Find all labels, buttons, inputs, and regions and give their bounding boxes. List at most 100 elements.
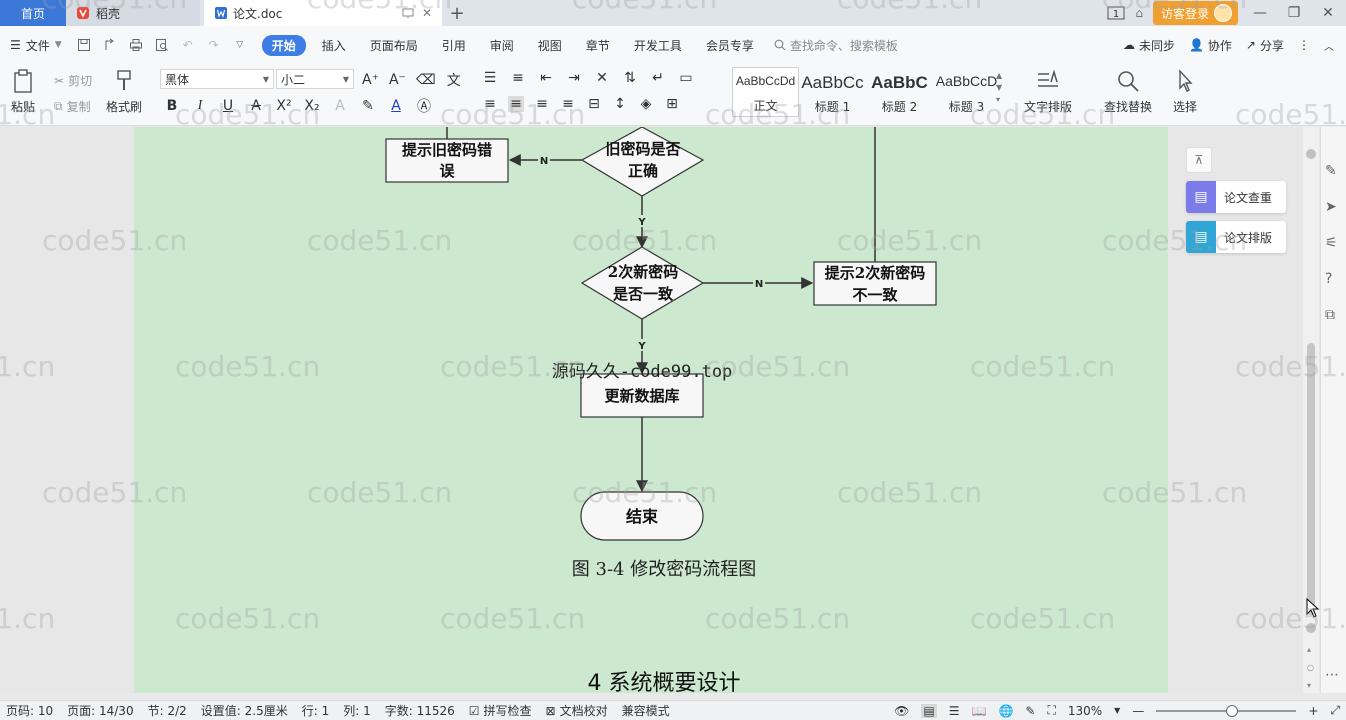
tab-wps[interactable]: 稻壳 [66, 0, 200, 26]
menu-insert[interactable]: 插入 [321, 38, 346, 53]
style-scroll-icon[interactable]: ▲▼▾ [996, 71, 1003, 104]
zoom-in-icon[interactable]: + [1308, 703, 1319, 718]
more-options-icon[interactable]: ⋮ [1298, 38, 1310, 52]
page-view-icon[interactable]: ▤ [921, 703, 937, 718]
style-heading-2[interactable]: AaBbC 标题 2 [866, 67, 933, 117]
bold-icon[interactable]: B [166, 98, 178, 114]
strikethrough-icon[interactable]: A [251, 98, 261, 114]
bullet-list-icon[interactable]: ☰ [483, 70, 497, 86]
share-panel-icon[interactable]: ⧉ [1325, 307, 1335, 323]
window-mode-icon[interactable]: ⌂ [1135, 6, 1143, 20]
text-layout-button[interactable]: 文字排版 [1024, 68, 1072, 115]
distributed-icon[interactable]: ⊟ [588, 96, 600, 112]
menu-section[interactable]: 章节 [585, 38, 610, 53]
zoom-out-icon[interactable]: — [1132, 703, 1145, 718]
paste-button[interactable]: 粘贴 [10, 68, 36, 115]
menu-page-layout[interactable]: 页面布局 [369, 38, 418, 53]
more-tools-icon[interactable]: ⋯ [1325, 667, 1339, 683]
more-icon[interactable]: ▽ [236, 40, 244, 50]
numbered-list-icon[interactable]: ≡ [512, 70, 524, 86]
tab-home[interactable]: 首页 [0, 0, 66, 26]
undo-icon[interactable]: ↶ [182, 38, 193, 52]
char-border-icon[interactable]: Ⓐ [417, 99, 431, 115]
scroll-thumb[interactable] [1307, 343, 1315, 615]
collapse-panel-icon[interactable]: ⊼ [1186, 147, 1212, 173]
phonetic-icon[interactable]: 文 [446, 73, 461, 89]
increase-font-icon[interactable]: A⁺ [362, 72, 379, 88]
cursor-icon[interactable]: ➤ [1325, 199, 1337, 215]
table-tools-icon[interactable]: ▭ [679, 70, 693, 86]
tab-document[interactable]: 论文.doc ✕ [204, 0, 442, 26]
fullscreen-icon[interactable]: ⤢ [1330, 703, 1340, 717]
reading-view-icon[interactable]: 📖 [971, 703, 987, 718]
subscript-icon[interactable]: X₂ [304, 98, 320, 114]
highlight-icon[interactable]: ✎ [362, 98, 374, 114]
zoom-slider[interactable] [1156, 704, 1297, 717]
new-tab-button[interactable]: + [442, 0, 472, 26]
save-icon[interactable] [76, 37, 92, 53]
doc-proof-button[interactable]: ⊠文档校对 [546, 702, 608, 719]
chevron-down-icon[interactable]: ▼ [1114, 706, 1121, 715]
scroll-down-icon[interactable] [1306, 623, 1316, 633]
align-center-icon[interactable]: ≡ [508, 96, 524, 112]
page-nav-icons[interactable]: ▴○▾ [1307, 645, 1314, 690]
print-preview-icon[interactable] [154, 37, 170, 53]
sort-icon[interactable]: ⇅ [624, 70, 636, 86]
collab-button[interactable]: 👤协作 [1189, 37, 1232, 54]
underline-icon[interactable]: U [222, 98, 234, 114]
close-tab-icon[interactable]: ✕ [421, 6, 432, 20]
minimize-icon[interactable]: — [1253, 5, 1267, 21]
align-left-icon[interactable]: ≡ [484, 96, 496, 112]
select-button[interactable]: 选择 [1172, 68, 1198, 115]
shading-icon[interactable]: ◈ [640, 96, 652, 112]
align-right-icon[interactable]: ≡ [536, 96, 548, 112]
page-indicator-icon[interactable]: 1 [1107, 6, 1125, 20]
file-menu[interactable]: ☰ 文件 ▼ [10, 37, 62, 54]
redo-icon[interactable]: ↷ [208, 38, 219, 52]
sliders-icon[interactable]: ⚟ [1325, 235, 1338, 251]
copy-button[interactable]: ⧉复制 [54, 98, 91, 115]
collapse-ribbon-icon[interactable]: ︿ [1324, 41, 1334, 53]
increase-indent-icon[interactable]: ⇥ [568, 70, 580, 86]
web-view-icon[interactable]: 🌐 [998, 703, 1014, 718]
show-marks-icon[interactable]: ↵ [652, 70, 664, 86]
screen-icon[interactable] [402, 7, 414, 19]
format-painter-button[interactable]: 格式刷 [106, 68, 142, 115]
borders-icon[interactable]: ⊞ [666, 96, 678, 112]
style-normal[interactable]: AaBbCcDd 正文 [732, 67, 799, 117]
decrease-font-icon[interactable]: A⁻ [388, 72, 406, 88]
outline-view-icon[interactable]: ☰ [948, 703, 960, 718]
text-effect-icon[interactable]: A [335, 98, 345, 114]
scroll-up-icon[interactable] [1306, 149, 1316, 159]
menu-member[interactable]: 会员专享 [705, 38, 754, 53]
spell-check-button[interactable]: ☑拼写检查 [469, 702, 532, 719]
paper-check-button[interactable]: ▤ 论文查重 [1186, 181, 1286, 213]
sync-button[interactable]: ☁未同步 [1123, 37, 1175, 54]
find-replace-button[interactable]: 查找替换 [1104, 68, 1152, 115]
print-icon[interactable] [128, 37, 144, 53]
command-search[interactable]: 查找命令、搜索模板 [774, 37, 898, 54]
cut-button[interactable]: ✂剪切 [54, 72, 92, 89]
font-size-select[interactable]: 小二 ▼ [276, 69, 354, 89]
menu-developer[interactable]: 开发工具 [633, 38, 682, 53]
zoom-slider-knob[interactable] [1226, 704, 1239, 717]
visitor-login-button[interactable]: 访客登录 [1152, 1, 1238, 25]
menu-view[interactable]: 视图 [537, 38, 562, 53]
justify-icon[interactable]: ≡ [562, 96, 574, 112]
restore-icon[interactable]: ❐ [1287, 5, 1301, 21]
zoom-level[interactable]: 130% [1067, 703, 1103, 718]
export-icon[interactable] [102, 37, 118, 53]
fit-page-icon[interactable]: ⛶ [1047, 703, 1056, 717]
status-word-count[interactable]: 字数: 11526 [384, 704, 455, 718]
vertical-scrollbar[interactable]: ▴○▾ [1303, 127, 1319, 693]
clear-format-icon[interactable]: ⌫ [415, 72, 436, 88]
chinese-layout-icon[interactable]: ✕ [596, 70, 608, 86]
eye-protect-icon[interactable]: 👁 [894, 703, 910, 718]
style-heading-1[interactable]: AaBbCc 标题 1 [799, 67, 866, 117]
menu-review[interactable]: 审阅 [489, 38, 514, 53]
help-icon[interactable]: ? [1325, 271, 1333, 287]
menu-home[interactable]: 开始 [261, 34, 306, 56]
style-heading-3[interactable]: AaBbCcD 标题 3 [933, 67, 1000, 117]
menu-references[interactable]: 引用 [441, 38, 466, 53]
pen-mode-icon[interactable]: ✎ [1025, 703, 1036, 718]
